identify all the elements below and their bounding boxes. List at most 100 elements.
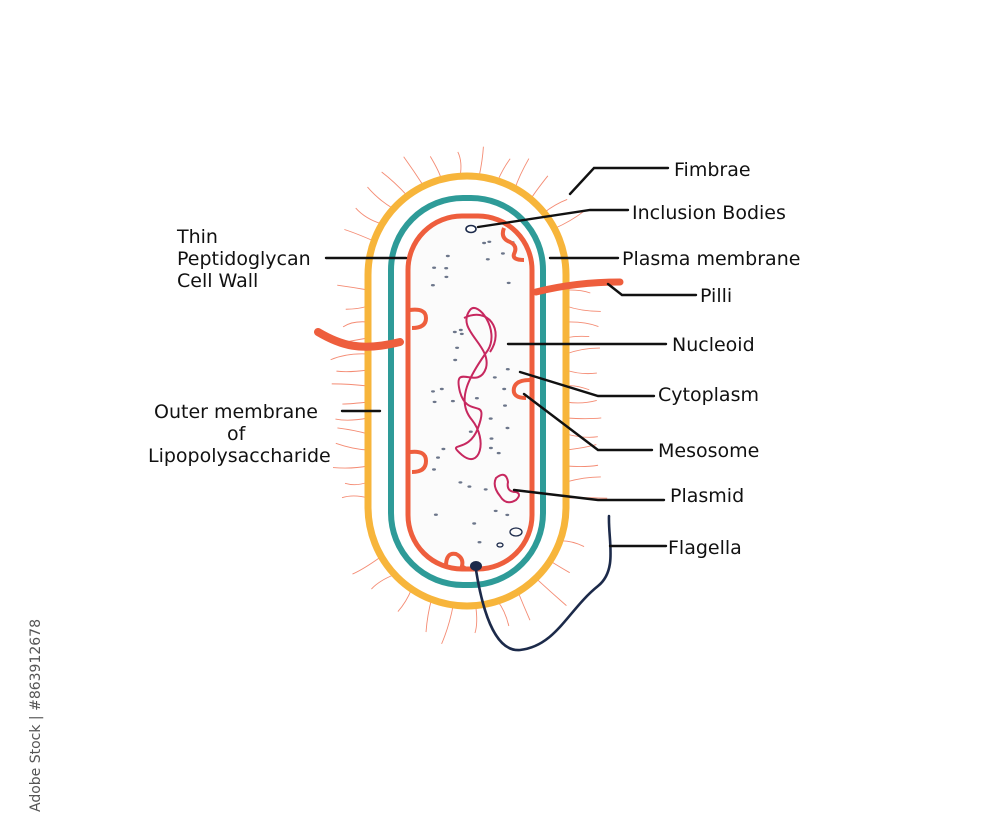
granule — [439, 387, 444, 391]
nucleoid — [455, 307, 493, 460]
label-cell-wall-line-1: Thin — [176, 226, 218, 248]
basal-body — [470, 561, 482, 571]
granule — [474, 397, 479, 400]
label-pilli: Pilli — [700, 285, 732, 307]
vesicle — [496, 542, 504, 548]
granule — [477, 541, 482, 544]
granule — [468, 430, 473, 433]
fimbria — [397, 588, 413, 612]
pilus-left — [314, 328, 404, 351]
cytoplasm-granules — [430, 240, 515, 544]
fimbria — [530, 175, 549, 200]
label-mesosome: Mesosome — [658, 440, 759, 462]
membrane-fold-left-upper — [409, 307, 429, 330]
fimbria — [565, 347, 600, 355]
granule — [452, 330, 457, 334]
granule — [458, 481, 463, 484]
outer-membrane — [364, 172, 570, 610]
fimbria — [337, 427, 369, 435]
fimbria — [367, 186, 394, 210]
granule — [489, 437, 494, 440]
granule — [458, 328, 463, 332]
granule — [505, 368, 510, 371]
membrane-fold-top — [500, 227, 525, 262]
granule — [503, 404, 507, 407]
granule — [488, 417, 493, 420]
fimbria — [355, 207, 383, 225]
fimbria — [381, 171, 408, 197]
fimbria — [514, 158, 530, 189]
granule — [492, 376, 497, 379]
granule — [445, 254, 450, 258]
fimbria — [497, 158, 511, 182]
label-cell-wall-line-2: Peptidoglycan — [177, 248, 311, 270]
leader-cytoplasm — [518, 370, 656, 398]
granule — [444, 275, 449, 279]
granule — [431, 390, 435, 393]
mesosome — [511, 378, 531, 400]
granule — [500, 252, 505, 255]
pilus-right — [532, 278, 624, 296]
leader-fimbrae — [568, 166, 670, 196]
fimbria — [543, 198, 568, 214]
label-outer-membrane-line-3: Lipopolysaccharide — [148, 445, 331, 467]
granule — [505, 426, 510, 430]
fimbria — [517, 591, 531, 621]
watermark-text: Adobe Stock | #863912678 — [28, 619, 44, 812]
flagellum — [474, 514, 612, 652]
fimbria — [342, 321, 369, 328]
label-cell-wall-line-3: Cell Wall — [177, 270, 258, 292]
fimbria — [335, 417, 369, 421]
granule — [488, 446, 493, 450]
label-outer-membrane-line-2: of — [227, 423, 247, 445]
granule — [453, 358, 458, 362]
fimbria — [337, 284, 369, 291]
vesicle — [509, 527, 523, 537]
granule — [436, 456, 440, 459]
fimbria — [478, 146, 484, 177]
fimbria — [441, 604, 454, 645]
fimbria — [341, 495, 369, 499]
granule — [496, 451, 501, 455]
granule — [441, 447, 446, 451]
label-fimbrae: Fimbrae — [674, 159, 751, 181]
membrane-fold-bottom — [444, 551, 478, 571]
membrane-fold-left-lower — [409, 449, 429, 474]
plasmid — [493, 473, 520, 504]
fimbria — [331, 383, 369, 387]
leader-plasmid — [512, 488, 666, 502]
label-nucleoid: Nucleoid — [672, 334, 755, 356]
label-plasmid: Plasmid — [670, 485, 744, 507]
leader-mesosome — [522, 392, 654, 452]
granule — [482, 241, 487, 245]
label-flagella: Flagella — [668, 537, 742, 559]
label-outer-membrane-line-1: Outer membrane — [154, 401, 318, 423]
fimbria — [535, 577, 567, 606]
fimbria — [565, 305, 601, 312]
fimbria — [560, 540, 585, 547]
watermark: Adobe Stock | #863912678 — [6, 582, 44, 812]
label-cytoplasm: Cytoplasm — [658, 384, 759, 406]
fimbria — [344, 229, 375, 242]
fimbria — [457, 151, 462, 177]
fimbria — [474, 605, 478, 634]
granule — [502, 387, 507, 391]
fimbria — [565, 321, 599, 327]
granule — [487, 240, 492, 243]
fimbria — [565, 289, 591, 294]
fimbria — [332, 465, 369, 469]
leader-pilli — [606, 282, 698, 297]
granule — [450, 399, 455, 403]
fimbria — [425, 599, 432, 633]
granule — [430, 284, 435, 287]
leader-inclusion-bodies — [476, 208, 630, 229]
nucleoid-loop — [463, 313, 497, 353]
inclusion-body — [465, 224, 477, 234]
granule — [459, 332, 464, 336]
fimbria — [330, 353, 369, 361]
granule — [467, 485, 472, 488]
fimbria — [371, 574, 395, 590]
fimbria — [429, 156, 442, 180]
fimbria — [565, 417, 602, 420]
fimbria — [335, 442, 369, 451]
